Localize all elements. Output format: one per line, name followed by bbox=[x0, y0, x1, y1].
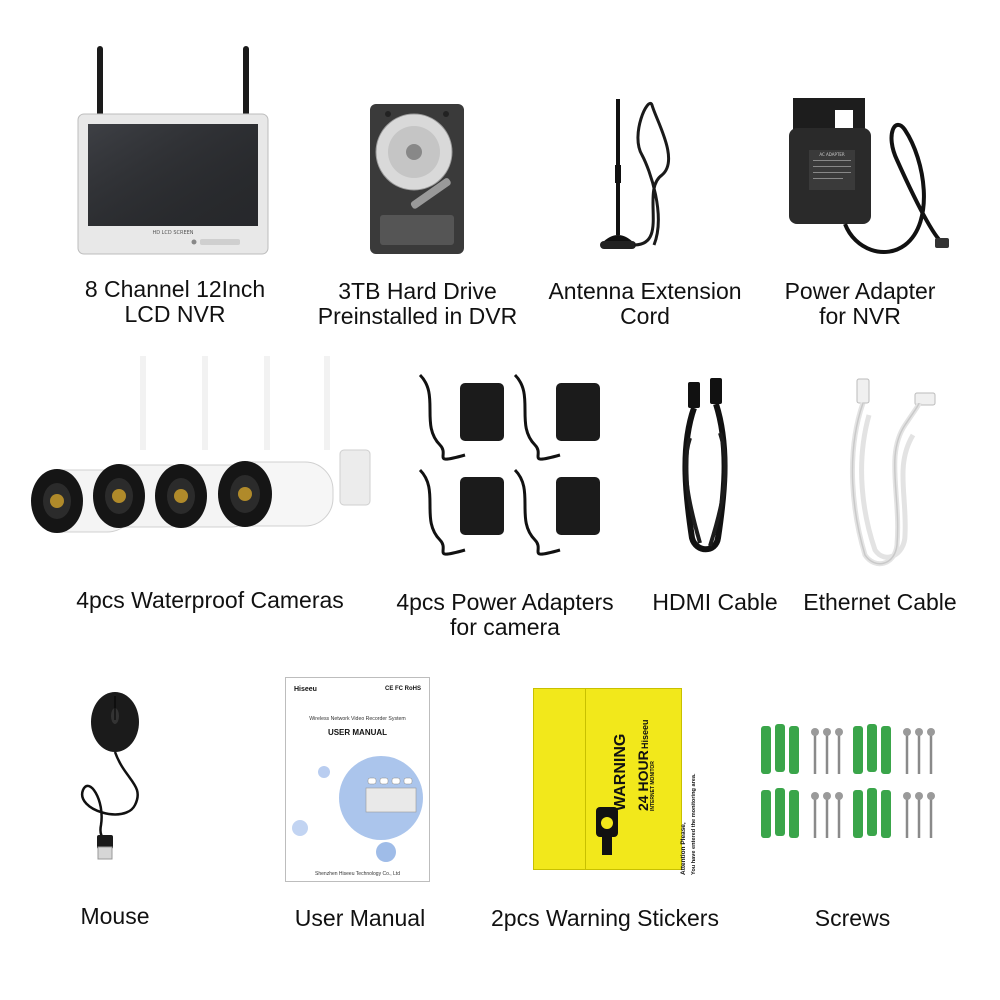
ethernet-cable-photo bbox=[835, 375, 945, 570]
caption-line1: 3TB Hard Drive bbox=[338, 278, 497, 304]
caption-user-manual: User Manual bbox=[275, 906, 445, 931]
caption-warning-stickers: 2pcs Warning Stickers bbox=[475, 906, 735, 931]
screws-graphic bbox=[761, 724, 935, 838]
sticker-camera-icon bbox=[596, 807, 618, 855]
caption-line1: 4pcs Power Adapters bbox=[396, 589, 614, 615]
caption-nvr: 8 Channel 12Inch LCD NVR bbox=[55, 277, 295, 327]
camera-power-adapters-photo bbox=[410, 365, 610, 565]
caption-line1: HDMI Cable bbox=[652, 589, 778, 615]
caption-line1: Mouse bbox=[80, 903, 150, 929]
antenna-photo bbox=[590, 95, 680, 260]
ethernet-cable-graphic bbox=[850, 378, 936, 567]
caption-line1: 2pcs Warning Stickers bbox=[491, 905, 719, 931]
antenna-graphic bbox=[600, 99, 671, 249]
sticker-brand: Hiseeu bbox=[640, 719, 650, 749]
manual-company: Shenzhen Hiseeu Technology Co., Ltd bbox=[315, 871, 400, 877]
sticker-notice: You have entered the monitoring area. bbox=[691, 773, 697, 875]
caption-line2: Cord bbox=[620, 303, 670, 329]
caption-line1: 4pcs Waterproof Cameras bbox=[76, 587, 344, 613]
sticker-warning: WARNING bbox=[612, 733, 629, 811]
caption-screws: Screws bbox=[790, 906, 915, 931]
manual-certs: CE FC RoHS bbox=[385, 686, 421, 692]
sticker-attention: Attention Please, bbox=[680, 822, 687, 875]
caption-line2: LCD NVR bbox=[124, 301, 226, 327]
caption-line1: Antenna Extension bbox=[548, 278, 742, 304]
manual-brand: Hiseeu bbox=[294, 686, 317, 693]
caption-hard-drive: 3TB Hard Drive Preinstalled in DVR bbox=[305, 279, 530, 329]
caption-line1: Power Adapter bbox=[784, 278, 936, 304]
caption-antenna: Antenna Extension Cord bbox=[535, 279, 755, 329]
nvr-monitor-photo: HD LCD SCREEN bbox=[70, 40, 300, 260]
adapter-label: AC ADAPTER bbox=[819, 152, 845, 157]
nvr-power-adapter-photo: AC ADAPTER bbox=[785, 90, 950, 265]
caption-hdmi-cable: HDMI Cable bbox=[640, 590, 790, 615]
caption-ethernet-cable: Ethernet Cable bbox=[790, 590, 970, 615]
cameras-graphic bbox=[31, 356, 371, 533]
warning-stickers-photo: WARNING 24 HOUR INTERNET MONITOR Hiseeu … bbox=[533, 688, 697, 875]
hdmi-cable-photo bbox=[670, 378, 740, 553]
manual-cover-art bbox=[292, 756, 423, 862]
mouse-photo bbox=[65, 690, 165, 865]
caption-line2: for camera bbox=[450, 614, 560, 640]
caption-line2: for NVR bbox=[819, 303, 901, 329]
caption-line1: 8 Channel 12Inch bbox=[84, 276, 266, 302]
manual-title: USER MANUAL bbox=[327, 728, 388, 737]
user-manual-photo: Hiseeu CE FC RoHS Wireless Network Video… bbox=[285, 677, 430, 882]
hdmi-cable-graphic bbox=[682, 378, 728, 553]
nvr-screen-label: HD LCD SCREEN bbox=[152, 230, 193, 236]
mouse-graphic bbox=[81, 692, 139, 860]
nvr-power-adapter-graphic: AC ADAPTER bbox=[789, 98, 949, 254]
hard-drive-photo bbox=[368, 100, 468, 260]
warning-sticker-front: WARNING 24 HOUR INTERNET MONITOR Hiseeu … bbox=[585, 688, 697, 875]
caption-line1: Screws bbox=[814, 905, 891, 931]
manual-system: Wireless Network Video Recorder System bbox=[309, 716, 406, 722]
sticker-monitor: INTERNET MONITOR bbox=[650, 761, 656, 811]
caption-mouse: Mouse bbox=[50, 904, 180, 929]
nvr-monitor-graphic: HD LCD SCREEN bbox=[77, 46, 269, 255]
camera-power-adapters-graphic bbox=[418, 373, 600, 556]
caption-camera-power-adapters: 4pcs Power Adapters for camera bbox=[385, 590, 625, 640]
cameras-photo bbox=[25, 350, 375, 560]
hard-drive-graphic bbox=[370, 104, 464, 254]
caption-cameras: 4pcs Waterproof Cameras bbox=[50, 588, 370, 613]
caption-line2: Preinstalled in DVR bbox=[317, 303, 518, 329]
caption-line1: User Manual bbox=[294, 905, 426, 931]
caption-line1: Ethernet Cable bbox=[803, 589, 957, 615]
caption-nvr-power-adapter: Power Adapter for NVR bbox=[765, 279, 955, 329]
screws-photo bbox=[755, 720, 950, 845]
